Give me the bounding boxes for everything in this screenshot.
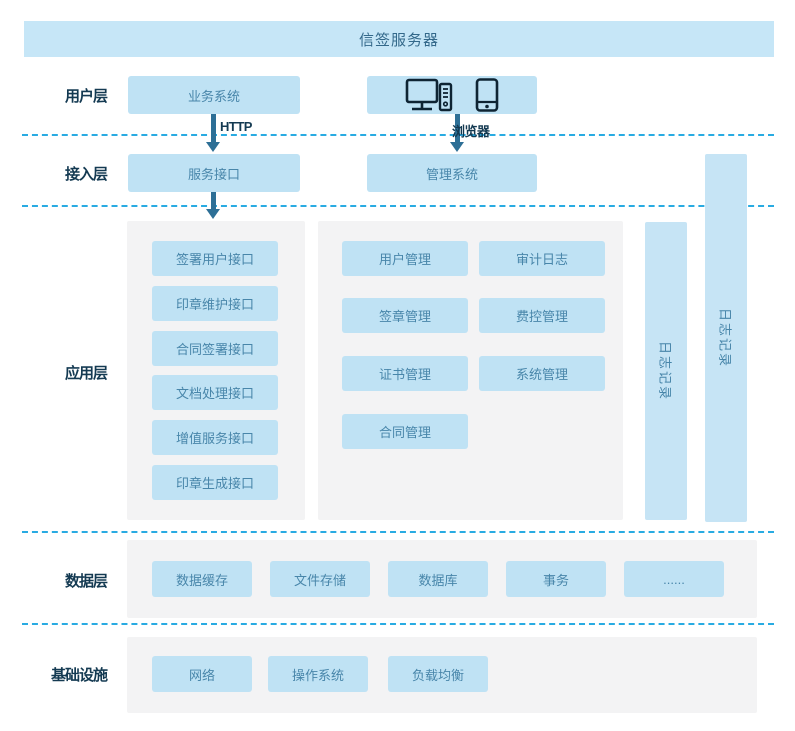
mgmt-box: 证书管理 <box>342 356 468 391</box>
client-devices-box <box>367 76 537 114</box>
infra-box: 操作系统 <box>268 656 368 692</box>
interface-box: 文档处理接口 <box>152 375 278 410</box>
mgmt-box: 签章管理 <box>342 298 468 333</box>
server-title-banner: 信签服务器 <box>24 21 774 57</box>
mgmt-box: 系统管理 <box>479 356 605 391</box>
interface-box: 合同签署接口 <box>152 331 278 366</box>
layer-divider-access-app <box>22 205 774 207</box>
layer-label-user: 用户层 <box>64 88 108 105</box>
mgmt-box: 合同管理 <box>342 414 468 449</box>
interface-box: 印章生成接口 <box>152 465 278 500</box>
layer-label-infra: 基础设施 <box>50 667 108 684</box>
interface-box: 增值服务接口 <box>152 420 278 455</box>
data-box: 文件存储 <box>270 561 370 597</box>
management-system-box: 管理系统 <box>367 154 537 192</box>
http-arrow-label: HTTP <box>220 119 252 134</box>
layer-label-app: 应用层 <box>64 365 108 382</box>
interface-box: 签署用户接口 <box>152 241 278 276</box>
service-api-box: 服务接口 <box>128 154 300 192</box>
arrow-service-to-app <box>206 192 220 219</box>
browser-arrow-label: 浏览器 <box>452 124 490 139</box>
log-bar-inner: 日志记录 <box>645 222 687 520</box>
infra-box: 网络 <box>152 656 252 692</box>
mgmt-box: 费控管理 <box>479 298 605 333</box>
layer-label-data: 数据层 <box>64 573 108 590</box>
data-box: 事务 <box>506 561 606 597</box>
layer-divider-data-infra <box>22 623 774 625</box>
infra-box: 负载均衡 <box>388 656 488 692</box>
arrow-devices-to-management <box>450 114 464 152</box>
log-bar-inner-label: 日志记录 <box>657 340 673 401</box>
data-box: 数据库 <box>388 561 488 597</box>
interface-box: 印章维护接口 <box>152 286 278 321</box>
mgmt-box: 审计日志 <box>479 241 605 276</box>
arrow-business-to-service <box>206 114 220 152</box>
data-box: ...... <box>624 561 724 597</box>
business-system-box: 业务系统 <box>128 76 300 114</box>
server-title: 信签服务器 <box>358 31 439 49</box>
data-box: 数据缓存 <box>152 561 252 597</box>
log-bar-outer-label: 日志记录 <box>717 307 733 368</box>
layer-label-access: 接入层 <box>64 166 108 183</box>
layer-divider-user-access <box>22 134 774 136</box>
mgmt-box: 用户管理 <box>342 241 468 276</box>
log-bar-outer: 日志记录 <box>705 154 747 522</box>
layer-divider-app-data <box>22 531 774 533</box>
desktop-computer-icon <box>405 78 453 112</box>
smartphone-icon <box>475 78 499 112</box>
